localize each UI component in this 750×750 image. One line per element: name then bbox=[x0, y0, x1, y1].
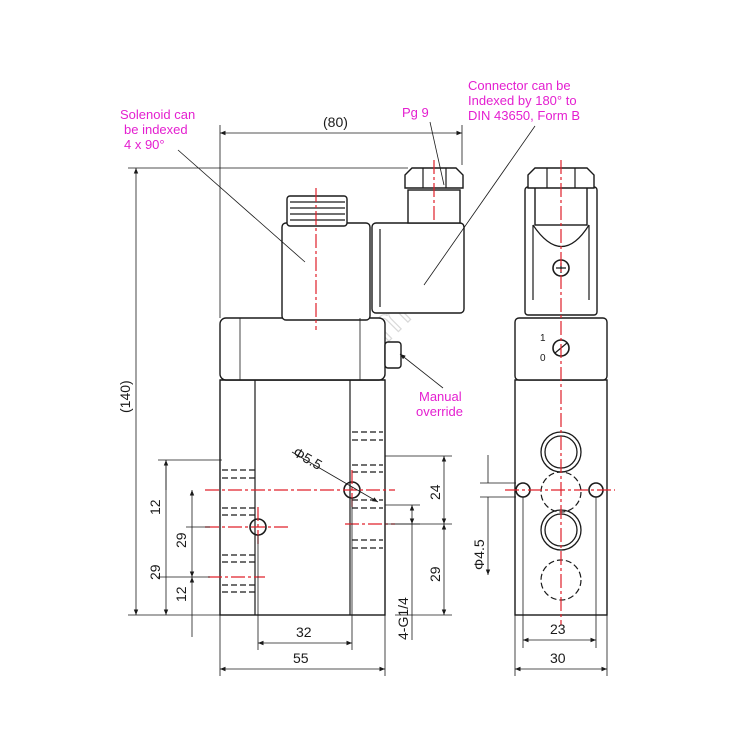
body-band bbox=[239, 318, 361, 380]
solenoid-note-1: Solenoid can bbox=[120, 107, 195, 122]
connector-leader bbox=[423, 125, 536, 286]
solenoid-note-2: be indexed bbox=[124, 122, 188, 137]
hidden-port-l1 bbox=[222, 469, 255, 479]
dim-32-ext bbox=[257, 498, 353, 650]
pg9-nut-lines bbox=[422, 168, 447, 188]
hidden-port-r4 bbox=[352, 539, 383, 549]
solenoid-note-3: 4 x 90° bbox=[124, 137, 165, 152]
hidden-port-l4 bbox=[222, 584, 255, 593]
solenoid-coil bbox=[281, 222, 371, 321]
hidden-port-r2 bbox=[352, 464, 383, 473]
solenoid-leader bbox=[177, 149, 306, 263]
phi45-ext bbox=[480, 482, 516, 498]
manual-leader bbox=[399, 353, 444, 389]
valve-body bbox=[219, 379, 386, 616]
connector-note-1: Connector can be bbox=[468, 78, 571, 93]
dim-140-ext bbox=[128, 167, 408, 616]
side-nut-lines bbox=[546, 168, 576, 188]
dimensions: (80) (140) 29 12 29 12 24 29 4-G1/4 32 bbox=[117, 114, 608, 676]
dim-55-label: 55 bbox=[293, 650, 309, 666]
thread-label: 4-G1/4 bbox=[395, 597, 411, 640]
phi45-label: Φ4.5 bbox=[471, 539, 487, 570]
dim-29b-label: 29 bbox=[173, 532, 189, 548]
dim-30-ext bbox=[514, 615, 608, 676]
switch-off-label: 0 bbox=[540, 353, 546, 364]
switch-on-label: 1 bbox=[540, 333, 546, 344]
hidden-port-l3 bbox=[222, 554, 255, 563]
dim-80-label: (80) bbox=[323, 114, 348, 130]
dim-12bot-label: 12 bbox=[173, 586, 189, 602]
dim-23-label: 23 bbox=[550, 621, 566, 637]
dim-140-label: (140) bbox=[117, 380, 133, 413]
connector-note-3: DIN 43650, Form B bbox=[468, 108, 580, 123]
hidden-port-r3 bbox=[352, 499, 383, 509]
dim-23-ext bbox=[522, 497, 597, 648]
thread-ext bbox=[385, 504, 420, 525]
dim-24-label: 24 bbox=[427, 484, 443, 500]
side-view: 1 0 bbox=[505, 160, 615, 625]
dim-12top-label: 12 bbox=[147, 499, 163, 515]
dim-32-label: 32 bbox=[296, 624, 312, 640]
coil-cap-ribs bbox=[290, 201, 345, 221]
phi55-leader bbox=[291, 451, 379, 503]
dim-left-ext bbox=[158, 459, 222, 578]
coil-cap bbox=[286, 195, 348, 227]
annotations: Solenoid can be indexed 4 x 90° Pg 9 Con… bbox=[120, 78, 580, 503]
dim-55-ext bbox=[219, 615, 386, 676]
hidden-port-r1 bbox=[352, 431, 383, 441]
connector-note-2: Indexed by 180° to bbox=[468, 93, 577, 108]
dim-30-label: 30 bbox=[550, 650, 566, 666]
manual-note-2: override bbox=[416, 404, 463, 419]
dim-29a-label: 29 bbox=[147, 564, 163, 580]
pg9-leader bbox=[429, 121, 445, 186]
hidden-port-l2 bbox=[222, 507, 255, 516]
front-view bbox=[205, 160, 465, 616]
dim-29r-label: 29 bbox=[427, 566, 443, 582]
manual-note-1: Manual bbox=[419, 389, 462, 404]
pg9-note: Pg 9 bbox=[402, 105, 429, 120]
connector bbox=[371, 222, 465, 314]
dim-80-ext bbox=[219, 125, 463, 318]
manual-override bbox=[384, 341, 402, 369]
